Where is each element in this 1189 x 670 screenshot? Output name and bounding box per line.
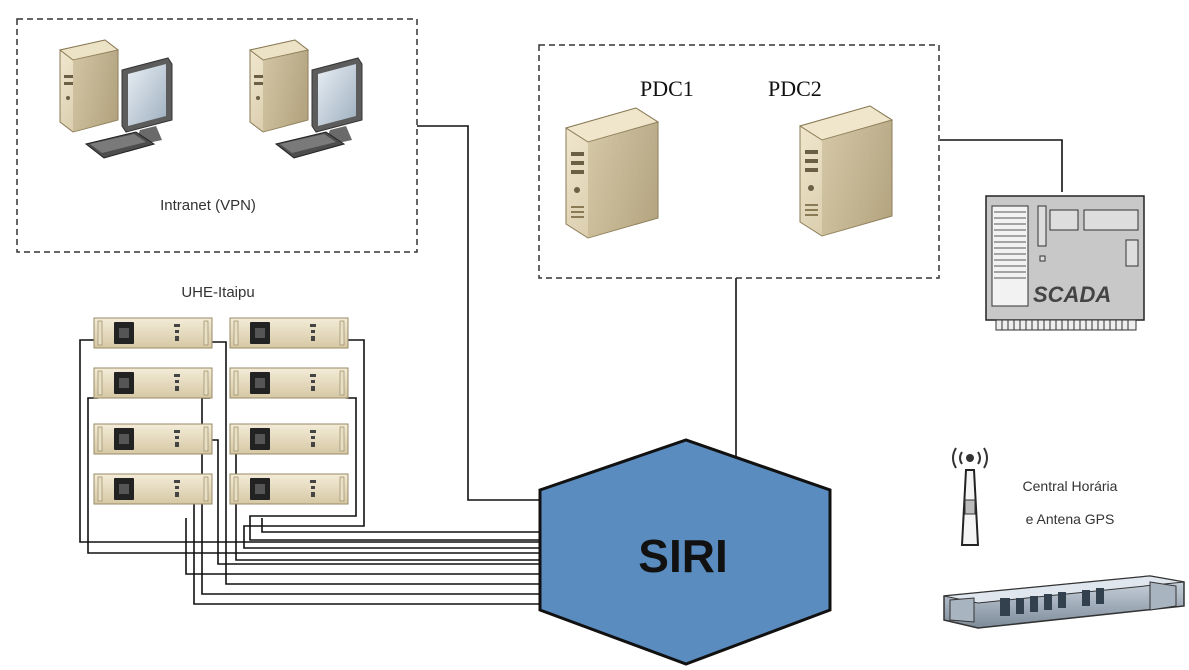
uhe-group: UHE-Itaipu bbox=[93, 284, 349, 505]
intranet-group: Intranet (VPN) bbox=[16, 18, 418, 253]
intranet-link bbox=[417, 125, 540, 501]
pmu-device-icon[interactable] bbox=[93, 473, 213, 505]
pdc2-label: PDC2 bbox=[768, 76, 822, 101]
scada-label: SCADA bbox=[1033, 282, 1111, 307]
uhe-label: UHE-Itaipu bbox=[181, 284, 254, 301]
pmu-device-icon[interactable] bbox=[229, 367, 349, 399]
pdc1-label: PDC1 bbox=[640, 76, 694, 101]
pmu-device-icon[interactable] bbox=[93, 317, 213, 349]
pmu-device-icon[interactable] bbox=[93, 423, 213, 455]
gps-antenna-icon[interactable] bbox=[952, 447, 988, 546]
pmu-device-icon[interactable] bbox=[229, 423, 349, 455]
pdc-boundary bbox=[538, 44, 940, 279]
workstation-icon[interactable] bbox=[59, 39, 173, 159]
pmu-device-icon[interactable] bbox=[93, 367, 213, 399]
gps-label-line2: e Antena GPS bbox=[1026, 511, 1115, 527]
siri-label: SIRI bbox=[638, 530, 727, 582]
siri-hexagon bbox=[538, 438, 832, 666]
intranet-label: Intranet (VPN) bbox=[160, 197, 256, 214]
scada-link bbox=[940, 139, 1063, 192]
pdc1-server-icon[interactable] bbox=[565, 107, 659, 239]
pdc-group: PDC1 PDC2 bbox=[538, 44, 940, 279]
pdc2-server-icon[interactable] bbox=[799, 105, 893, 237]
pmu-device-icon[interactable] bbox=[229, 317, 349, 349]
siri-node[interactable]: SIRI bbox=[538, 438, 832, 666]
workstation-icon[interactable] bbox=[249, 39, 363, 159]
time-server-icon[interactable] bbox=[943, 575, 1185, 629]
scada-icon[interactable]: SCADA bbox=[985, 195, 1145, 331]
intranet-boundary bbox=[16, 18, 418, 253]
pmu-device-icon[interactable] bbox=[229, 473, 349, 505]
gps-label-line1: Central Horária bbox=[1023, 478, 1118, 494]
